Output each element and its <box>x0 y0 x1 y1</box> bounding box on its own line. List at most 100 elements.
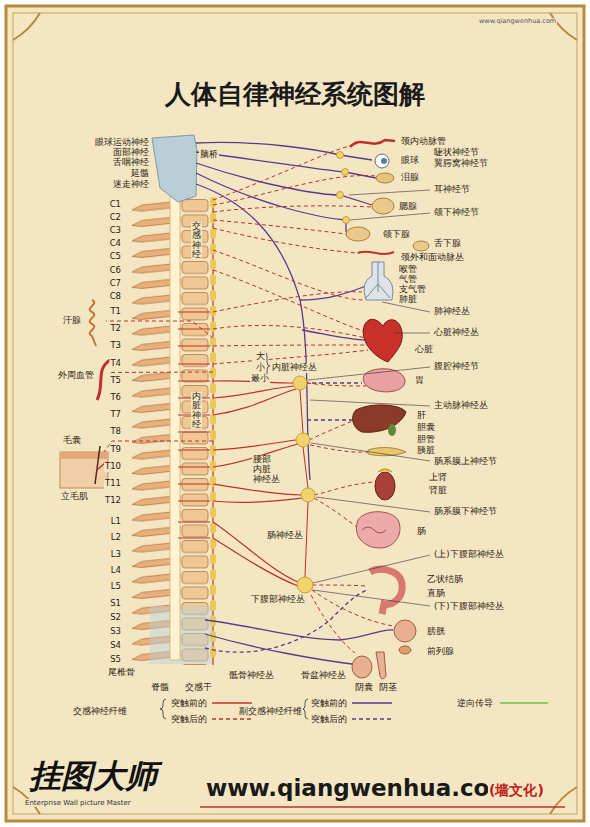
organ-label: 肾脏 <box>428 486 448 496</box>
vertebra-label: L2 <box>110 533 122 543</box>
vertebra-label: L1 <box>110 517 122 527</box>
organ-label: 腮腺 <box>398 202 418 212</box>
organ-label: 阴茎 <box>378 683 398 693</box>
target-label: 汗腺 <box>62 316 82 326</box>
ganglion-label: 颌下神经节 <box>433 208 480 218</box>
plexus-label: 颈外和面动脉丛 <box>400 253 465 263</box>
organ-label: 眼球 <box>400 156 420 166</box>
plexus-label: 肺神经丛 <box>433 307 471 317</box>
vertebra-label: T9 <box>109 445 122 455</box>
vertebra-label: C5 <box>109 253 122 263</box>
legend-label: 突触后的 <box>170 714 208 724</box>
vertebra-label: L5 <box>110 582 122 592</box>
legend-label: 突触后的 <box>310 714 348 724</box>
vertebra-label: T8 <box>109 428 122 438</box>
vertebra-label: S5 <box>109 655 122 665</box>
ganglion-label: 翼腭窝神经节 <box>433 159 489 169</box>
organ-label: 支气管 <box>398 285 427 295</box>
organ-label: 心脏 <box>414 345 434 355</box>
ganglion-label: 睫状神经节 <box>433 148 480 158</box>
legend-heading: 副交感神经纤维 <box>238 706 303 716</box>
plexus-label: 骨盆神经丛 <box>300 671 347 681</box>
nerve-label: 迷走神经 <box>112 180 150 190</box>
organ-label: 肝 <box>416 411 427 421</box>
plexus-label: 腰部 内脏 神经丛 <box>252 455 281 484</box>
organ-label: 颌下腺 <box>382 230 411 240</box>
vertebra-label: C3 <box>109 226 122 236</box>
nerve-label: 面部神经 <box>112 148 150 158</box>
site-url: www.qiangwenhua.com <box>478 18 557 25</box>
plexus-label: 最小 <box>250 374 270 384</box>
organ-label: 上肾 <box>428 473 448 483</box>
vertebra-label: C4 <box>109 239 122 249</box>
legend-heading: 交感神经纤维 <box>72 706 128 716</box>
organ-label: 胆囊 <box>416 423 436 433</box>
vertebra-label: C6 <box>109 266 122 276</box>
vertebra-label: S2 <box>109 613 122 623</box>
organ-label: 气管 <box>398 275 418 285</box>
ganglion-label: 肠系膜下神经节 <box>433 507 498 517</box>
legend-label: 突触前的 <box>310 698 348 708</box>
organ-label: 泪腺 <box>400 173 420 183</box>
vertebra-label: T2 <box>109 324 122 334</box>
structure-label: 交感干 <box>184 683 213 693</box>
vertebra-label: C8 <box>109 292 122 302</box>
diagram-title: 人体自律神经系统图解 <box>164 80 426 110</box>
vertebra-label: T11 <box>104 479 122 489</box>
target-label: 外周血管 <box>57 371 95 381</box>
organ-label: 阴囊 <box>354 683 374 693</box>
organ-label: 舌下腺 <box>433 239 462 249</box>
organ-label: 前列腺 <box>426 647 455 657</box>
organ-label: 胃 <box>414 376 425 386</box>
vertebra-label: C7 <box>109 279 122 289</box>
brain-label: 脑桥 <box>199 150 219 160</box>
organ-label: 颈内动脉管 <box>400 137 447 147</box>
brand-name: 挂图大师 <box>28 758 158 795</box>
organ-label: 喉管 <box>398 265 418 275</box>
site-name: (墙文化) <box>488 782 545 798</box>
organ-label: 胰脏 <box>416 446 436 456</box>
nerve-label: 眼球运动神经 <box>94 138 150 148</box>
plexus-label: 大 <box>255 352 266 362</box>
vertical-label: 交感神经 <box>191 222 202 259</box>
target-label: 立毛肌 <box>60 492 89 502</box>
plexus-label: 内脏神经丛 <box>271 363 318 373</box>
legend-label: 逆向传导 <box>456 698 494 708</box>
nerve-label: 舌咽神经 <box>112 158 150 168</box>
legend-label: 突触前的 <box>170 698 208 708</box>
organ-label: 乙状结肠 <box>426 575 464 585</box>
vertebra-label: T7 <box>109 410 122 420</box>
vertebra-label: 尾椎骨 <box>107 668 136 678</box>
vertebra-label: L3 <box>110 550 122 560</box>
vertebra-label: T12 <box>104 496 122 506</box>
plexus-label: 下腹部神经丛 <box>250 595 306 605</box>
nerve-label: 延髓 <box>130 169 150 179</box>
vertebra-label: S3 <box>109 627 122 637</box>
vertebra-label: T3 <box>109 342 122 352</box>
vertebra-label: T4 <box>109 359 122 369</box>
vertebra-label: T1 <box>109 307 122 317</box>
vertebra-label: T6 <box>109 393 122 403</box>
brand-subtitle: Enterprise Wall picture Master <box>24 799 132 807</box>
vertebra-label: S1 <box>109 599 122 609</box>
vertebra-label: T10 <box>104 462 122 472</box>
site-url: www.qiangwenhua.com <box>205 775 514 801</box>
vertebra-label: C1 <box>109 200 122 210</box>
organ-label: 肺脏 <box>398 295 418 305</box>
organ-label: 胆管 <box>416 435 436 445</box>
organ-label: 直肠 <box>426 589 446 599</box>
vertical-label: 内脏神经 <box>191 392 202 429</box>
structure-label: 脊髓 <box>150 683 170 693</box>
ganglion-label: 肠系膜上神经节 <box>433 457 498 467</box>
plexus-label: 肠神经丛 <box>266 531 304 541</box>
vertebra-label: S4 <box>109 641 122 651</box>
organ-label: 膀胱 <box>426 627 446 637</box>
target-label: 毛囊 <box>62 436 82 446</box>
plexus-label: 骶骨神经丛 <box>228 671 275 681</box>
plexus-label: 心脏神经丛 <box>433 328 480 338</box>
vertebra-label: T5 <box>109 376 122 386</box>
plexus-label: (下)下腹部神经丛 <box>433 602 505 612</box>
ganglion-label: 腹腔神经节 <box>433 362 480 372</box>
ganglion-label: 耳神经节 <box>433 185 471 195</box>
